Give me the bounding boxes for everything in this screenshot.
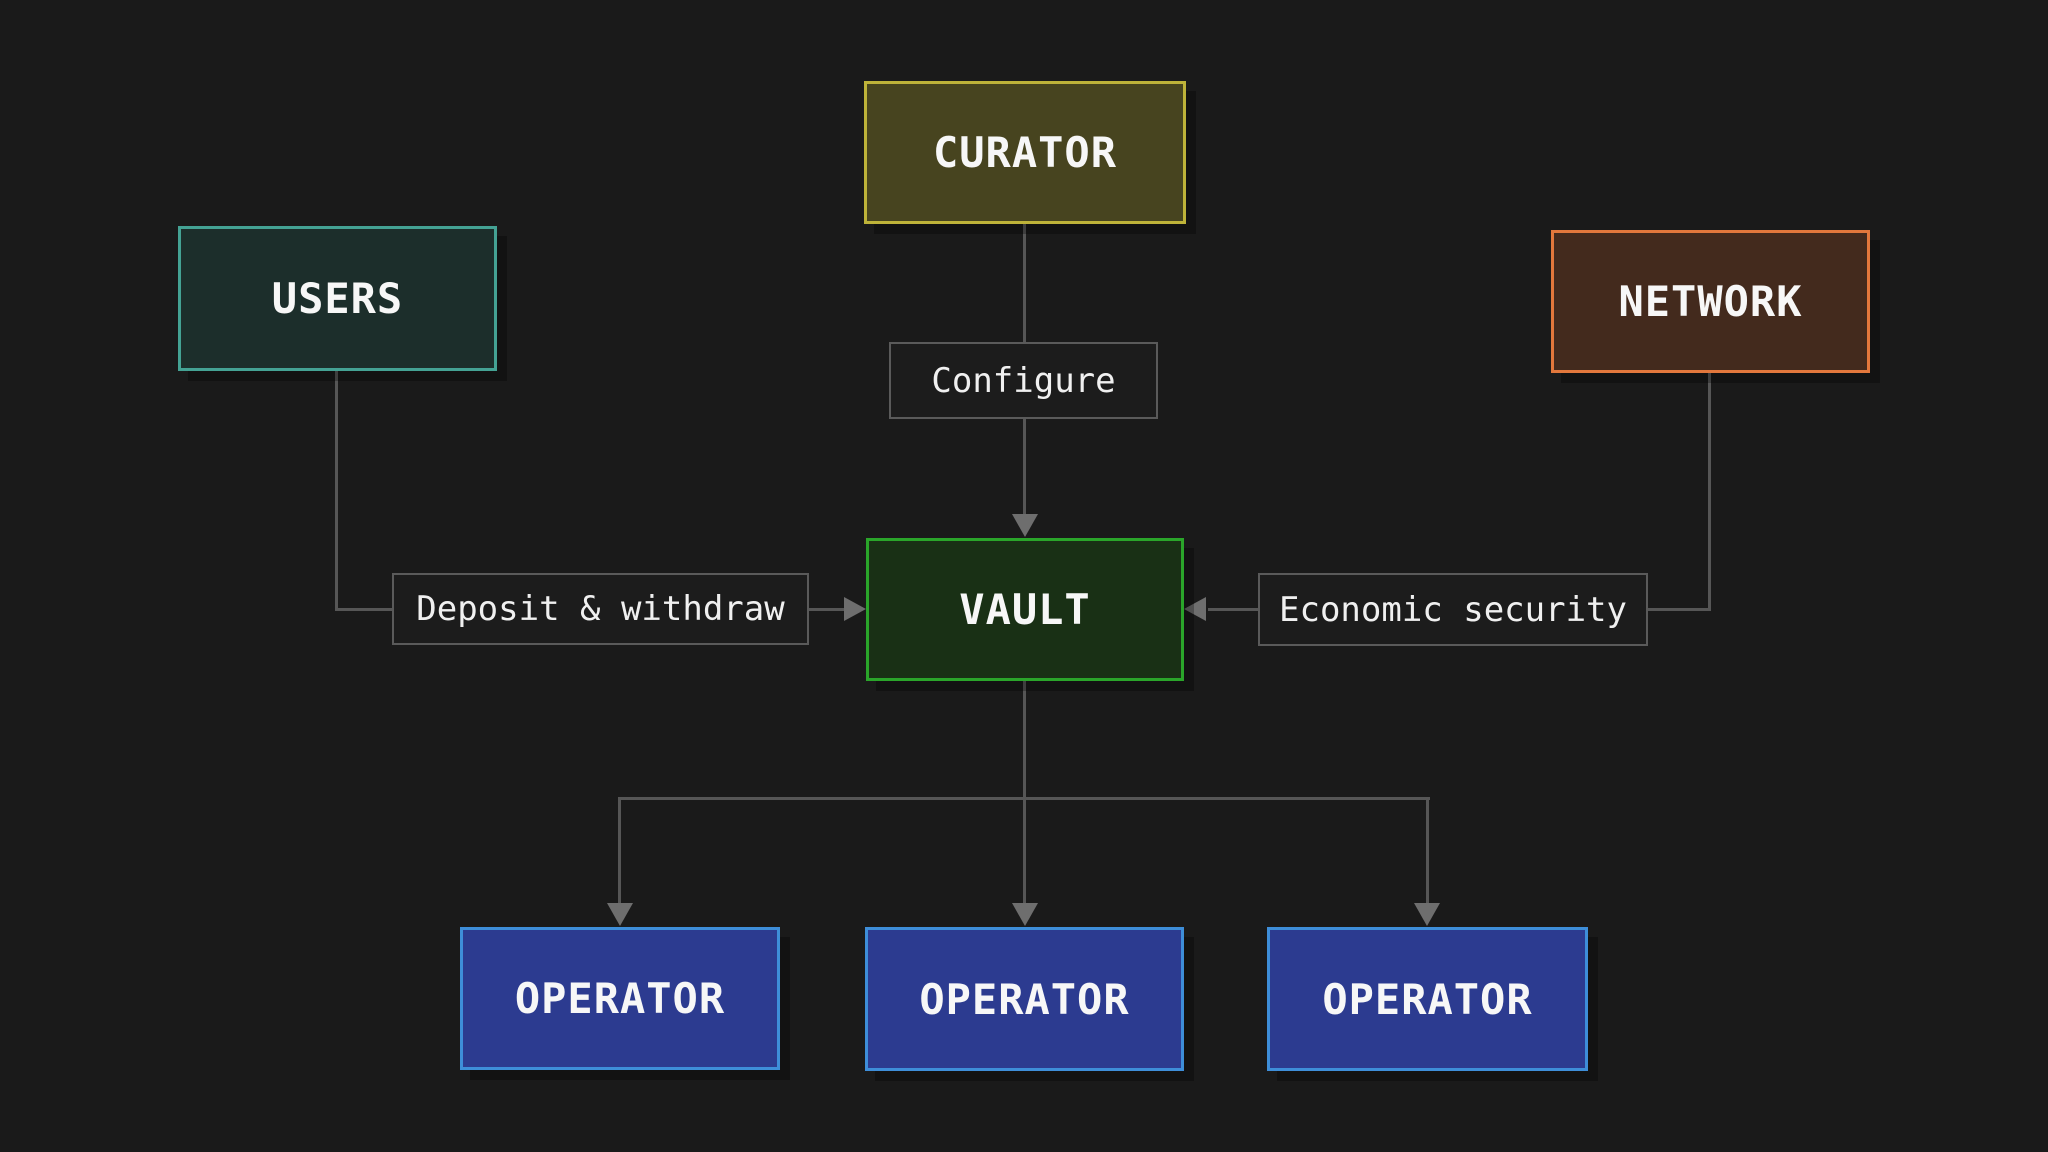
- edge-configure-vault-line: [1023, 419, 1026, 516]
- edge-users-vertical-line: [335, 371, 338, 611]
- node-users-label: USERS: [271, 274, 404, 323]
- edge-label-deposit-withdraw: Deposit & withdraw: [392, 573, 809, 645]
- edge-network-economic-line: [1646, 608, 1710, 611]
- node-operator-1-label: OPERATOR: [514, 974, 726, 1023]
- arrowhead-down-operator3-icon: [1414, 903, 1440, 926]
- edge-branch-operator1-line: [618, 797, 621, 905]
- edge-branch-operator3-line: [1426, 797, 1429, 905]
- node-network: NETWORK: [1551, 230, 1870, 373]
- arrowhead-down-vault-top-icon: [1012, 514, 1038, 537]
- edge-label-economic-security-text: Economic security: [1279, 589, 1627, 630]
- edge-deposit-vault-line: [809, 608, 844, 611]
- node-vault-label: VAULT: [959, 585, 1091, 634]
- edge-curator-configure-line: [1023, 224, 1026, 342]
- node-operator-2: OPERATOR: [865, 927, 1184, 1071]
- node-vault: VAULT: [866, 538, 1184, 681]
- arrowhead-down-operator2-icon: [1012, 903, 1038, 926]
- edge-network-vertical-line: [1708, 373, 1711, 611]
- node-operator-2-label: OPERATOR: [919, 974, 1130, 1024]
- edge-vault-branch-line: [1023, 681, 1026, 800]
- edge-label-economic-security: Economic security: [1258, 573, 1648, 646]
- edge-economic-vault-line: [1208, 608, 1258, 611]
- node-curator-label: CURATOR: [932, 128, 1117, 177]
- edge-branch-operator2-line: [1023, 800, 1026, 905]
- arrowhead-down-operator1-icon: [607, 903, 633, 926]
- edge-label-configure-text: Configure: [931, 360, 1116, 401]
- arrowhead-right-vault-left-icon: [844, 597, 866, 621]
- edge-users-deposit-line: [335, 608, 392, 611]
- edge-label-configure: Configure: [889, 342, 1158, 419]
- node-users: USERS: [178, 226, 497, 371]
- edge-label-deposit-withdraw-text: Deposit & withdraw: [416, 589, 785, 629]
- node-operator-3: OPERATOR: [1267, 927, 1588, 1071]
- node-operator-1: OPERATOR: [460, 927, 780, 1070]
- arrowhead-left-vault-right-icon: [1184, 597, 1206, 621]
- node-network-label: NETWORK: [1618, 277, 1803, 326]
- branch-horizontal-line: [618, 797, 1430, 800]
- node-operator-3-label: OPERATOR: [1322, 974, 1533, 1024]
- node-curator: CURATOR: [864, 81, 1186, 224]
